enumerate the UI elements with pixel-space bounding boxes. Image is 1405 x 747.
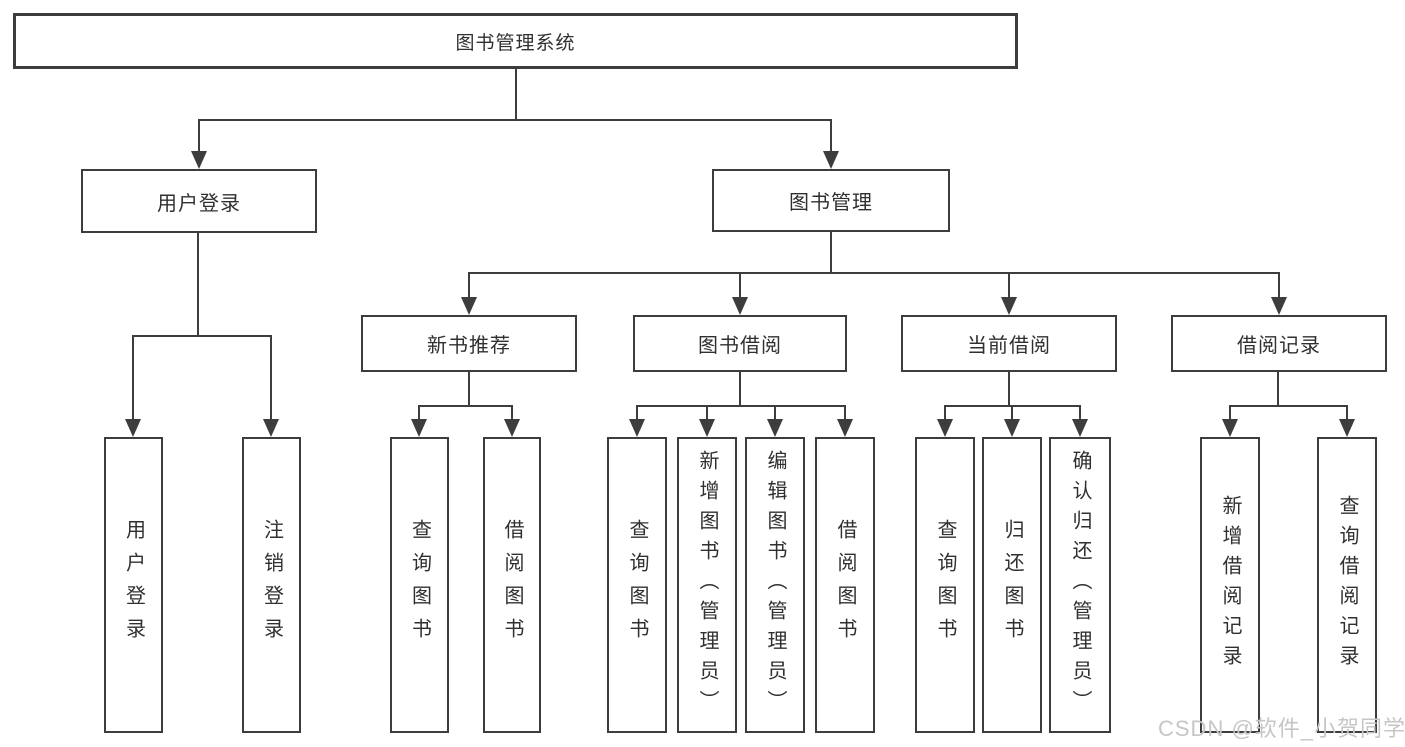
connector-line	[944, 405, 946, 421]
leaf-label: 注销登录	[260, 519, 283, 651]
connector-line	[706, 405, 708, 421]
connector-line	[1229, 405, 1348, 407]
connector-line	[1079, 405, 1081, 421]
connector-line	[198, 119, 200, 153]
connector-line	[774, 405, 776, 421]
arrowhead-down-icon	[125, 419, 141, 437]
leaf-borrow-books-recommend: 借阅图书	[483, 437, 541, 733]
leaf-label: 用户登录	[122, 519, 145, 651]
arrowhead-down-icon	[823, 151, 839, 169]
connector-line	[1011, 405, 1013, 421]
leaf-label: 新增图书（管理员）	[696, 450, 718, 720]
connector-line	[1346, 405, 1348, 421]
arrowhead-down-icon	[1004, 419, 1020, 437]
connector-line	[468, 272, 1280, 274]
leaf-edit-book-admin: 编辑图书（管理员）	[745, 437, 805, 733]
leaf-add-borrow-record: 新增借阅记录	[1200, 437, 1260, 733]
connector-line	[636, 405, 846, 407]
connector-line	[511, 405, 513, 421]
leaf-query-borrow-record: 查询借阅记录	[1317, 437, 1377, 733]
leaf-label: 查询借阅记录	[1336, 495, 1358, 675]
arrowhead-down-icon	[837, 419, 853, 437]
arrowhead-down-icon	[1339, 419, 1355, 437]
arrowhead-down-icon	[411, 419, 427, 437]
leaf-query-books-borrowing: 查询图书	[607, 437, 667, 733]
arrowhead-down-icon	[937, 419, 953, 437]
arrowhead-down-icon	[1222, 419, 1238, 437]
arrowhead-down-icon	[461, 297, 477, 315]
connector-line	[270, 335, 272, 421]
arrowhead-down-icon	[629, 419, 645, 437]
connector-line	[1229, 405, 1231, 421]
node-current-borrowing: 当前借阅	[901, 315, 1117, 372]
arrowhead-down-icon	[699, 419, 715, 437]
arrowhead-down-icon	[1271, 297, 1287, 315]
node-new-book-recommendation: 新书推荐	[361, 315, 577, 372]
arrowhead-down-icon	[1001, 297, 1017, 315]
leaf-label: 借阅图书	[501, 519, 523, 651]
arrowhead-down-icon	[191, 151, 207, 169]
node-borrowing-records: 借阅记录	[1171, 315, 1387, 372]
connector-line	[830, 119, 832, 153]
leaf-label: 查询图书	[408, 519, 431, 651]
leaf-query-books-recommend: 查询图书	[390, 437, 449, 733]
arrowhead-down-icon	[263, 419, 279, 437]
connector-line	[739, 272, 741, 299]
leaf-label: 查询图书	[934, 519, 956, 651]
leaf-label: 确认归还（管理员）	[1069, 450, 1091, 720]
connector-line	[636, 405, 638, 421]
leaf-label: 新增借阅记录	[1219, 495, 1241, 675]
connector-line	[198, 119, 832, 121]
node-user-login: 用户登录	[81, 169, 317, 233]
arrowhead-down-icon	[1072, 419, 1088, 437]
connector-line	[739, 372, 741, 407]
connector-line	[418, 405, 513, 407]
leaf-label: 编辑图书（管理员）	[764, 450, 786, 720]
leaf-add-book-admin: 新增图书（管理员）	[677, 437, 737, 733]
connector-line	[830, 232, 832, 274]
leaf-confirm-return-admin: 确认归还（管理员）	[1049, 437, 1111, 733]
node-book-management: 图书管理	[712, 169, 950, 232]
leaf-label: 归还图书	[1001, 519, 1023, 651]
connector-line	[1277, 372, 1279, 407]
connector-line	[1008, 372, 1010, 407]
connector-line	[468, 372, 470, 407]
leaf-logout: 注销登录	[242, 437, 301, 733]
connector-line	[468, 272, 470, 299]
connector-line	[1278, 272, 1280, 299]
node-book-borrowing: 图书借阅	[633, 315, 847, 372]
connector-line	[418, 405, 420, 421]
connector-line	[132, 335, 134, 421]
connector-line	[197, 233, 199, 337]
connector-line	[1008, 272, 1010, 299]
arrowhead-down-icon	[732, 297, 748, 315]
leaf-label: 借阅图书	[834, 519, 856, 651]
arrowhead-down-icon	[504, 419, 520, 437]
leaf-query-books-current: 查询图书	[915, 437, 975, 733]
leaf-return-book: 归还图书	[982, 437, 1042, 733]
leaf-label: 查询图书	[626, 519, 648, 651]
connector-line	[132, 335, 272, 337]
connector-line	[515, 69, 517, 121]
connector-line	[844, 405, 846, 421]
arrowhead-down-icon	[767, 419, 783, 437]
watermark: CSDN @软件_小贺同学	[1158, 716, 1405, 741]
node-library-management-system: 图书管理系统	[13, 13, 1018, 69]
leaf-borrow-books: 借阅图书	[815, 437, 875, 733]
leaf-user-login: 用户登录	[104, 437, 163, 733]
